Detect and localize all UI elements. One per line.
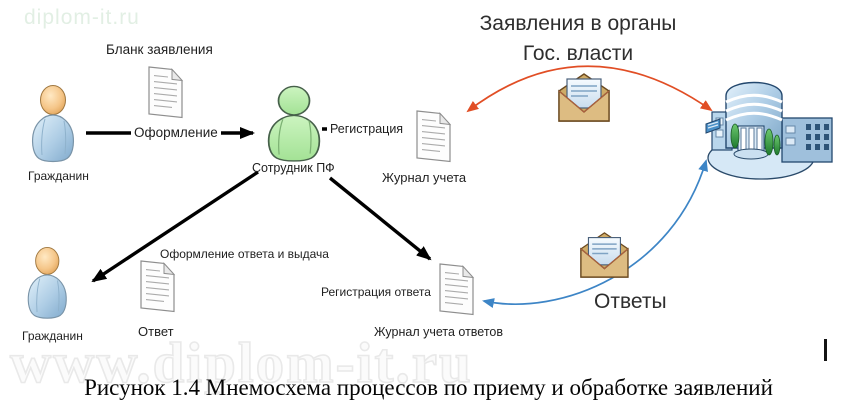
watermark-top: diplom-it.ru (24, 6, 140, 29)
journal-document-icon (416, 110, 452, 163)
citizen-bottom-icon (27, 247, 67, 319)
label-application-blank: Бланк заявления (106, 42, 213, 57)
arrow-registracia-otveta (328, 176, 432, 261)
text-cursor (824, 339, 827, 361)
envelope-requests-icon (558, 73, 610, 122)
label-registracia: Регистрация (327, 122, 407, 137)
application-blank-document-icon (148, 66, 184, 119)
citizen-top-icon (32, 85, 74, 163)
label-answers: Ответы (594, 290, 667, 313)
employee-icon (267, 85, 321, 162)
label-gov-requests-line2: Гос. власти (522, 42, 634, 65)
envelope-answers-icon (580, 232, 629, 278)
government-building-icon (705, 81, 833, 180)
label-citizen-bottom: Гражданин (22, 329, 83, 343)
watermark-bottom: www.diplom-it.ru (9, 331, 473, 396)
label-citizen-top: Гражданин (28, 169, 89, 183)
label-journal: Журнал учета (382, 170, 467, 185)
label-answers-journal: Журнал учета ответов (374, 325, 504, 339)
answers-journal-document-icon (439, 263, 475, 316)
arrow-answers (482, 159, 708, 308)
arrow-gov-requests (466, 65, 713, 113)
label-oformlenie-otveta: Оформление ответа и выдача (160, 247, 329, 261)
label-answer: Ответ (138, 324, 174, 339)
arrow-vydacha (91, 170, 259, 283)
label-employee: Сотрудник ПФ (252, 161, 335, 175)
label-registracia-otveta: Регистрация ответа (321, 285, 431, 299)
answer-document-icon (140, 260, 176, 313)
label-gov-requests-line1: Заявления в органы (479, 12, 677, 35)
figure-caption: Рисунок 1.4 Мнемосхема процессов по прие… (84, 375, 773, 400)
label-oformlenie: Оформление (131, 125, 221, 141)
